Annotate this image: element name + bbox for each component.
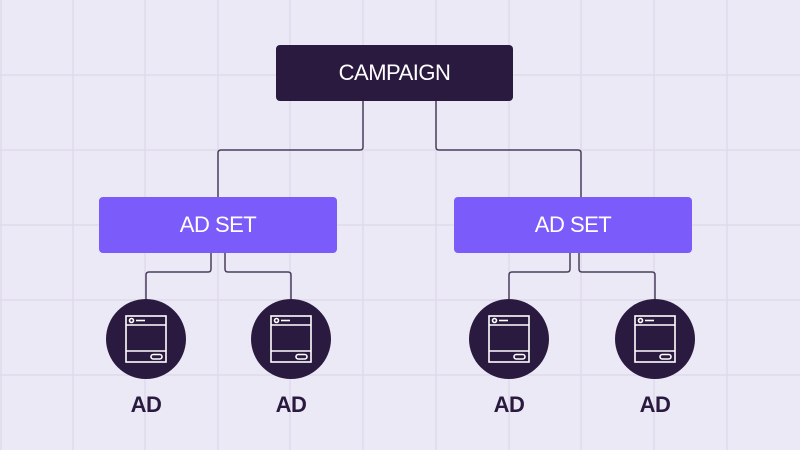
browser-window-icon xyxy=(634,315,676,363)
ad-set-node-1: AD SET xyxy=(99,197,337,253)
campaign-node: CAMPAIGN xyxy=(276,45,513,101)
browser-window-icon xyxy=(270,315,312,363)
campaign-label: CAMPAIGN xyxy=(338,60,451,85)
ad-node-1 xyxy=(106,299,186,379)
ad-label-1: AD xyxy=(130,392,162,417)
ad-label-2: AD xyxy=(275,392,307,417)
ad-label-3: AD xyxy=(493,392,525,417)
ad-node-4 xyxy=(615,299,695,379)
browser-window-icon xyxy=(125,315,167,363)
ad-set-label: AD SET xyxy=(179,212,257,237)
browser-window-icon xyxy=(488,315,530,363)
ad-node-3 xyxy=(469,299,549,379)
ad-set-label: AD SET xyxy=(534,212,612,237)
ad-set-node-2: AD SET xyxy=(454,197,692,253)
ad-label-4: AD xyxy=(639,392,671,417)
ad-node-2 xyxy=(251,299,331,379)
